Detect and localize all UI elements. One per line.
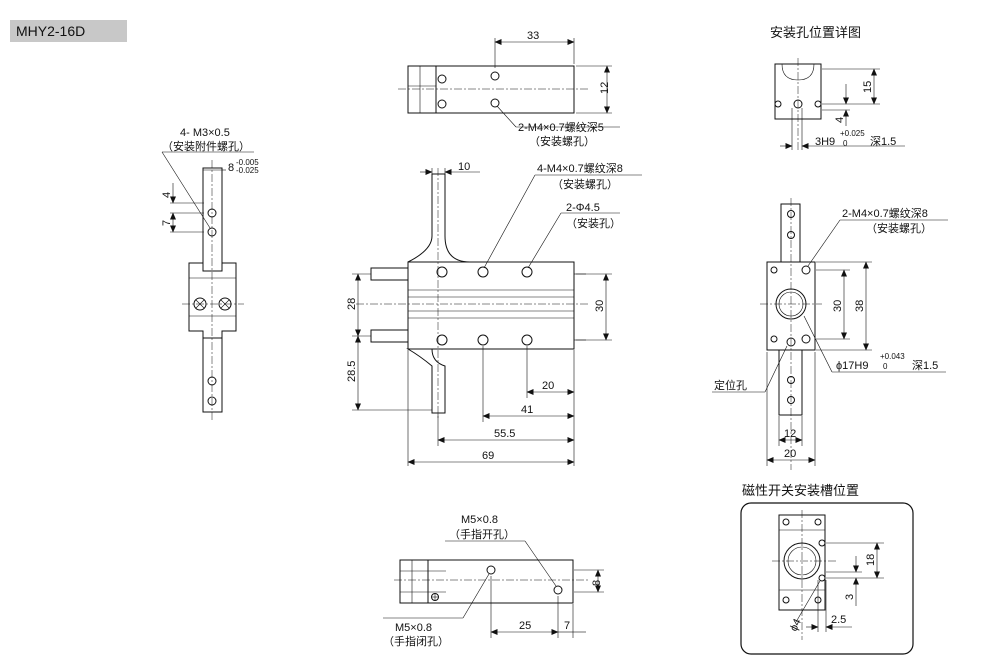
detail-tol-upper: +0.025: [840, 129, 865, 138]
right-dim-12: 12: [784, 428, 796, 440]
left-view: 4 7 4- M3×0.5 （安装附件螺孔） 8 -0.005 -0.025: [161, 127, 259, 420]
right-dim-30: 30: [832, 300, 844, 312]
left-note-mount: （安装附件螺孔）: [162, 139, 250, 153]
left-tol-nominal: 8: [228, 162, 234, 174]
switch-dim-18: 18: [865, 554, 877, 566]
right-locate-hole: 定位孔: [714, 378, 747, 392]
bottom-note-close: M5×0.8: [395, 622, 432, 634]
switch-title: 磁性开关安装槽位置: [742, 483, 859, 498]
right-note-mount: （安装螺孔）: [866, 221, 932, 235]
right-dim-38: 38: [854, 300, 866, 312]
detail-title: 安装孔位置详图: [770, 25, 861, 40]
right-view: 2-M4×0.7螺纹深8 （安装螺孔） 30 38 定位孔 ϕ17H9 +0.0…: [712, 198, 948, 470]
front-dim-55-5: 55.5: [494, 428, 515, 440]
top-dim-33: 33: [527, 30, 539, 42]
switch-dim-2-5: 2.5: [831, 614, 846, 626]
front-note-thread: 4-M4×0.7螺纹深8: [537, 161, 623, 175]
detail-fit: 3H9: [815, 136, 835, 148]
bottom-dim-8: 8: [591, 580, 603, 586]
switch-dim-phi4: ϕ4: [788, 617, 804, 633]
right-depth: 深1.5: [912, 359, 938, 372]
switch-dim-3: 3: [844, 594, 856, 600]
front-dim-30: 30: [594, 300, 606, 312]
bottom-dim-7: 7: [564, 620, 570, 632]
left-tol-upper: -0.005: [236, 158, 259, 167]
right-note-thread: 2-M4×0.7螺纹深8: [842, 206, 928, 220]
detail-dim-15: 15: [862, 81, 874, 93]
left-note-thread: 4- M3×0.5: [180, 127, 230, 139]
front-dim-10: 10: [458, 161, 470, 173]
detail-tol-lower: 0: [843, 139, 848, 148]
front-note-mount: （安装螺孔）: [552, 177, 618, 191]
front-dim-69: 69: [482, 450, 494, 462]
bottom-view: M5×0.8 （手指开孔） M5×0.8 （手指闭孔） 8 25 7: [383, 514, 604, 648]
detail-depth: 深1.5: [870, 135, 896, 148]
top-view: 33 12 2-M4×0.7螺纹深5 （安装螺孔）: [398, 30, 620, 148]
bottom-note-close-label: （手指闭孔）: [383, 634, 449, 648]
bottom-dim-25: 25: [519, 620, 531, 632]
right-dim-20: 20: [784, 448, 796, 460]
model-label: MHY2-16D: [10, 20, 127, 42]
front-dim-41: 41: [521, 404, 533, 416]
left-tol-lower: -0.025: [236, 166, 259, 175]
detail-dim-4: 4: [834, 117, 846, 123]
top-note-mount: （安装螺孔）: [529, 134, 595, 148]
bottom-note-open: M5×0.8: [461, 514, 498, 526]
left-dim-7: 7: [161, 220, 173, 226]
right-fit: ϕ17H9: [836, 360, 868, 372]
front-view: 10 4-M4×0.7螺纹深8 （安装螺孔） 2-Φ4.5 （安装孔） 28 2…: [346, 161, 642, 466]
top-dim-12: 12: [599, 82, 611, 94]
right-tol-upper: +0.043: [880, 352, 905, 361]
front-dim-20: 20: [542, 380, 554, 392]
front-dim-28: 28: [346, 298, 358, 310]
left-dim-4: 4: [161, 192, 173, 198]
mount-hole-detail: 安装孔位置详图 3H9 +0.025 0 深1.5 15 4: [770, 25, 905, 152]
front-note-mount-hole: （安装孔）: [566, 216, 621, 230]
top-note-thread: 2-M4×0.7螺纹深5: [518, 120, 604, 134]
magnetic-switch-view: 磁性开关安装槽位置 18 3 ϕ4 2.5: [740, 483, 914, 655]
front-note-hole: 2-Φ4.5: [566, 202, 600, 214]
bottom-note-open-label: （手指开孔）: [449, 527, 515, 541]
front-dim-28-5: 28.5: [346, 361, 358, 382]
right-tol-lower: 0: [883, 362, 888, 371]
